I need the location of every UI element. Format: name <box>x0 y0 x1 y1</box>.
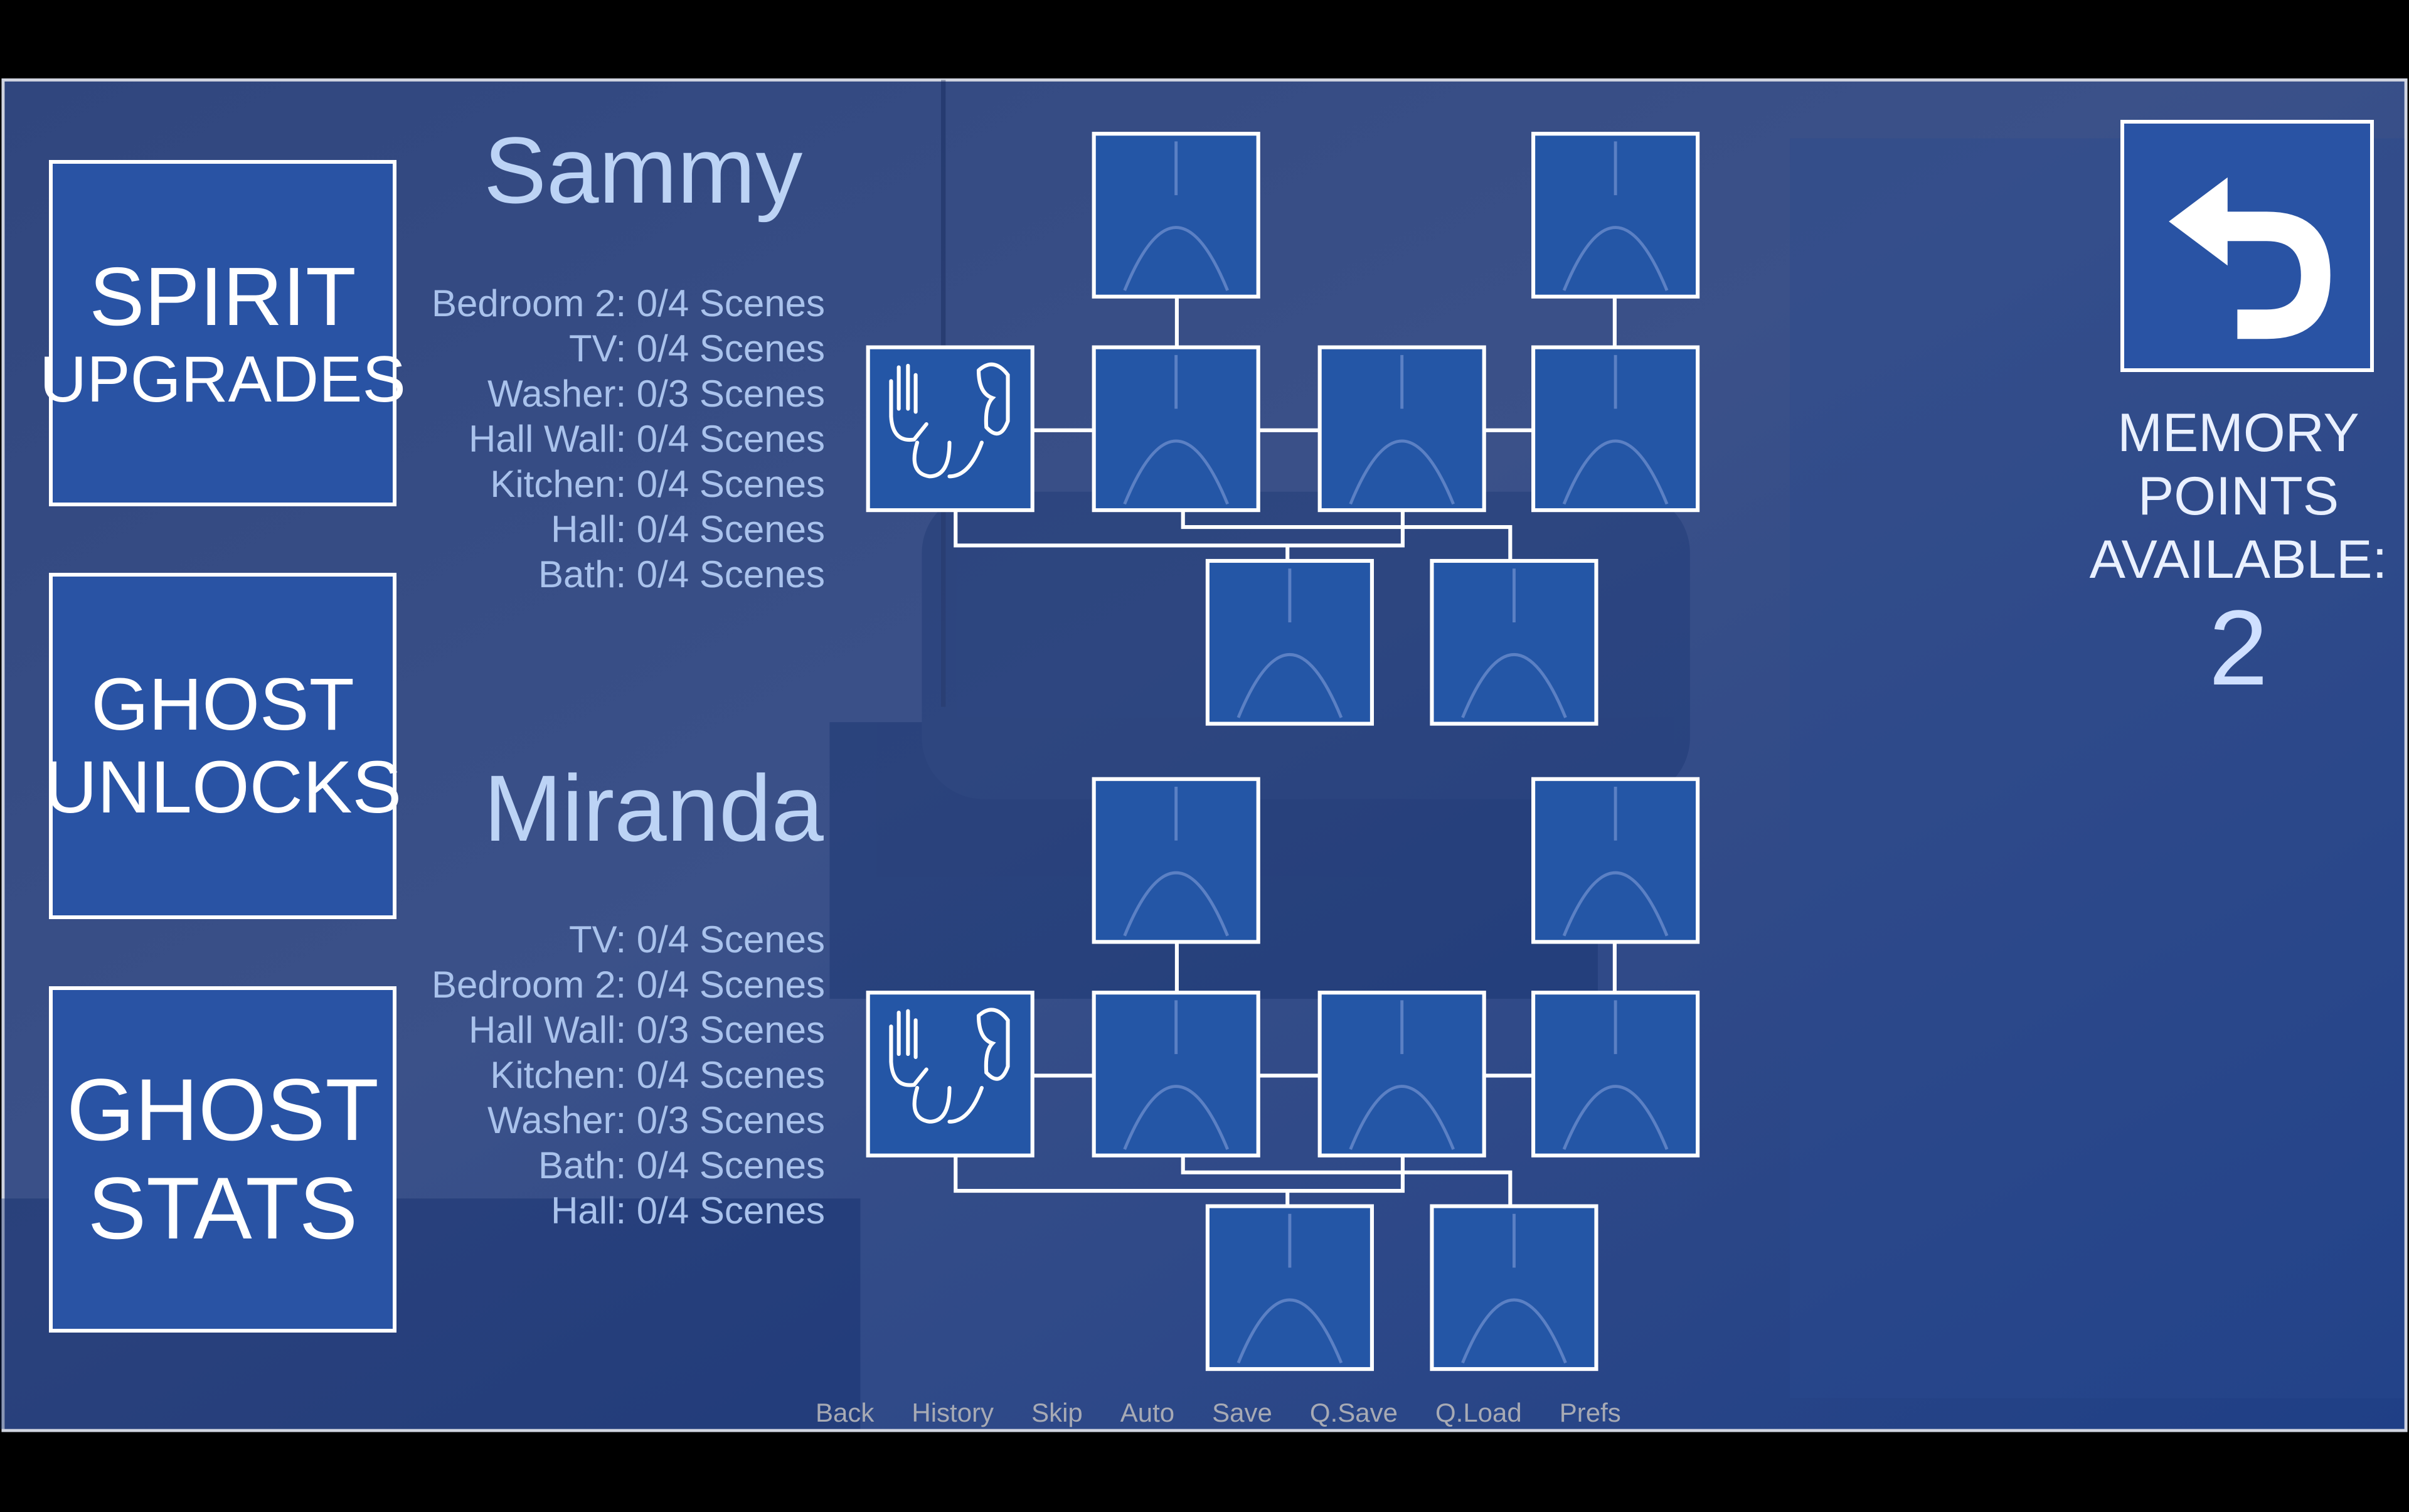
quick-auto[interactable]: Auto <box>1120 1398 1175 1427</box>
memory-label: MEMORY <box>2117 403 2359 463</box>
skill-node[interactable] <box>1317 991 1486 1158</box>
quick-prefs[interactable]: Prefs <box>1559 1398 1621 1427</box>
stat-line: Washer: 0/3 Scenes <box>487 1099 825 1141</box>
memory-points-display: MEMORY POINTS AVAILABLE: 2 <box>2050 402 2409 705</box>
skill-node[interactable] <box>1205 558 1374 726</box>
skill-node-start[interactable] <box>866 345 1034 513</box>
skill-node[interactable] <box>1092 132 1260 299</box>
stat-line: Hall: 0/4 Scenes <box>551 1190 825 1232</box>
stat-line: Bath: 0/4 Scenes <box>538 1144 825 1186</box>
skill-node[interactable] <box>1430 1204 1598 1371</box>
locked-scene-outline-icon <box>1461 568 1567 718</box>
miranda-skill-tree <box>866 777 1700 1371</box>
miranda-tree-connectors <box>954 942 1617 1206</box>
locked-scene-outline-icon <box>1349 1000 1455 1150</box>
sammy-skill-tree <box>866 132 1700 726</box>
locked-scene-outline-icon <box>1562 786 1669 937</box>
button-label: STATS <box>87 1159 358 1257</box>
skill-node[interactable] <box>1531 345 1700 513</box>
stat-line: Bedroom 2: 0/4 Scenes <box>431 282 825 324</box>
stat-line: Bedroom 2: 0/4 Scenes <box>431 964 825 1006</box>
memory-points-value: 2 <box>2208 588 2268 708</box>
stat-line: Bath: 0/4 Scenes <box>538 553 825 595</box>
skill-node[interactable] <box>1317 345 1486 513</box>
stat-line: Hall Wall: 0/3 Scenes <box>468 1009 825 1051</box>
hands-icon <box>889 1008 1010 1124</box>
quick-qsave[interactable]: Q.Save <box>1309 1398 1398 1427</box>
quick-back[interactable]: Back <box>816 1398 875 1427</box>
stat-line: TV: 0/4 Scenes <box>569 327 825 370</box>
skill-node-start[interactable] <box>866 991 1034 1158</box>
character-name-miranda: Miranda <box>484 755 824 861</box>
memory-label: AVAILABLE: <box>2089 530 2388 590</box>
stat-line: Washer: 0/3 Scenes <box>487 373 825 415</box>
button-label: UNLOCKS <box>43 746 402 829</box>
undo-arrow-icon <box>2169 177 2331 339</box>
quick-skip[interactable]: Skip <box>1031 1398 1083 1427</box>
hands-icon <box>889 362 1010 479</box>
tree-connector <box>1181 1155 1513 1206</box>
locked-scene-outline-icon <box>1236 1213 1343 1364</box>
skill-node[interactable] <box>1531 132 1700 299</box>
locked-scene-outline-icon <box>1562 1000 1669 1150</box>
button-label: UPGRADES <box>40 343 406 416</box>
quick-qload[interactable]: Q.Load <box>1435 1398 1522 1427</box>
stat-line: Kitchen: 0/4 Scenes <box>490 1054 825 1096</box>
locked-scene-outline-icon <box>1123 1000 1230 1150</box>
spirit-upgrades-button[interactable]: SPIRIT UPGRADES <box>40 160 406 506</box>
stat-line: Hall Wall: 0/4 Scenes <box>468 418 825 460</box>
skill-node[interactable] <box>1092 777 1260 944</box>
locked-scene-outline-icon <box>1123 786 1230 937</box>
locked-scene-outline-icon <box>1123 141 1230 291</box>
tree-connector <box>1181 510 1513 561</box>
locked-scene-outline-icon <box>1349 354 1455 505</box>
sammy-tree-connectors <box>954 296 1617 561</box>
locked-scene-outline-icon <box>1562 141 1669 291</box>
ghost-unlocks-button[interactable]: GHOST UNLOCKS <box>44 573 402 919</box>
skill-node[interactable] <box>1430 558 1598 726</box>
back-button[interactable] <box>2120 120 2374 372</box>
skill-node[interactable] <box>1531 777 1700 944</box>
sammy-scene-stats: Bedroom 2: 0/4 Scenes TV: 0/4 Scenes Was… <box>432 281 825 597</box>
miranda-scene-stats: TV: 0/4 Scenes Bedroom 2: 0/4 Scenes Hal… <box>432 917 825 1233</box>
skill-node[interactable] <box>1092 345 1260 513</box>
locked-scene-outline-icon <box>1236 568 1343 718</box>
skill-node[interactable] <box>1205 1204 1374 1371</box>
button-label: GHOST <box>66 1060 379 1159</box>
character-name-sammy: Sammy <box>484 117 803 223</box>
stat-line: Kitchen: 0/4 Scenes <box>490 463 825 505</box>
locked-scene-outline-icon <box>1562 354 1669 505</box>
button-label: GHOST <box>91 663 354 746</box>
stat-line: TV: 0/4 Scenes <box>569 918 825 961</box>
stat-line: Hall: 0/4 Scenes <box>551 508 825 550</box>
ghost-stats-button[interactable]: GHOST STATS <box>49 986 396 1333</box>
locked-scene-outline-icon <box>1461 1213 1567 1364</box>
skill-node[interactable] <box>1531 991 1700 1158</box>
skill-node[interactable] <box>1092 991 1260 1158</box>
locked-scene-outline-icon <box>1123 354 1230 505</box>
quick-history[interactable]: History <box>912 1398 994 1427</box>
button-label: SPIRIT <box>89 250 356 343</box>
memory-label: POINTS <box>2137 466 2339 526</box>
quick-save[interactable]: Save <box>1212 1398 1272 1427</box>
background-room <box>1 78 2408 1432</box>
quick-menu: Back History Skip Auto Save Q.Save Q.Loa… <box>816 1398 1621 1428</box>
